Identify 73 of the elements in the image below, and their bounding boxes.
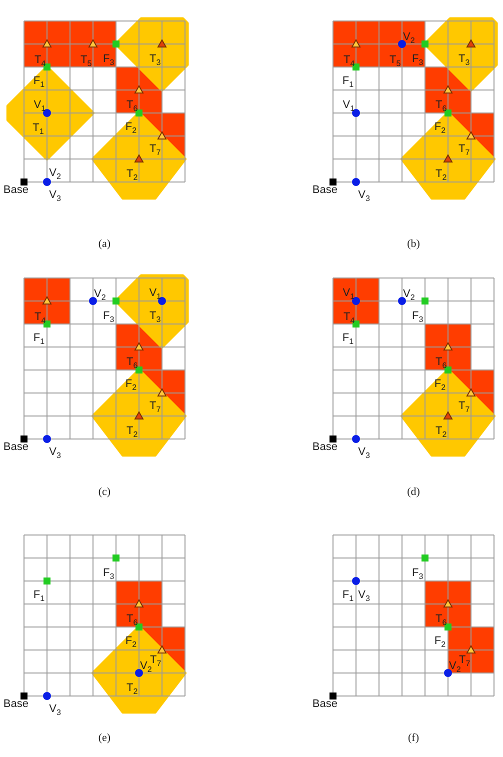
point-label: V$_{2}$ <box>403 31 415 44</box>
point-label: Base <box>3 698 28 710</box>
point-label: Base <box>3 440 28 453</box>
point-label: F$_{1}$ <box>342 74 354 87</box>
point-label: V$_{3}$ <box>49 703 61 716</box>
point-label: T$_{2}$ <box>126 168 138 180</box>
point-label: V$_{2}$ <box>449 660 461 672</box>
point-label: F$_{1}$ <box>33 588 45 601</box>
point-label: F$_{2}$ <box>434 120 446 133</box>
point-label: V$_{1}$ <box>34 98 46 111</box>
point-label: T$_{7}$ <box>458 142 470 155</box>
point-label: F$_{2}$ <box>434 378 446 390</box>
panel-caption: (d) <box>407 486 420 498</box>
point-label: T$_{4}$ <box>34 54 46 66</box>
point-label: T$_{3}$ <box>150 310 161 322</box>
point-label: T$_{7}$ <box>458 400 470 412</box>
point-label: T$_{7}$ <box>150 142 161 155</box>
point-label: T$_{6}$ <box>436 356 447 368</box>
point-label: V$_{2}$ <box>403 288 415 300</box>
point-label: Base <box>312 440 338 453</box>
point-label: V$_{3}$ <box>49 446 61 458</box>
point-label: T$_{6}$ <box>436 613 447 626</box>
point-label: F$_{3}$ <box>103 567 114 580</box>
point-label: Base <box>312 184 338 196</box>
point-label: T$_{7}$ <box>150 400 161 412</box>
point-label: F$_{1}$ <box>342 332 354 344</box>
point-label: T$_{4}$ <box>344 54 355 66</box>
point-label: T$_{2}$ <box>126 682 138 694</box>
point-label: V$_{2}$ <box>140 660 152 672</box>
point-label: V$_{3}$ <box>358 446 370 458</box>
panel-caption: (e) <box>98 732 111 744</box>
point-label: V$_{1}$ <box>149 286 161 299</box>
panel-caption: (c) <box>98 486 111 498</box>
point-label: F$_{2}$ <box>125 378 137 390</box>
point-label: T$_{3}$ <box>458 53 470 66</box>
point-label: F$_{1}$ <box>33 332 45 344</box>
point-label: F$_{3}$ <box>412 567 424 580</box>
point-label: F$_{3}$ <box>412 310 424 322</box>
point-label: V$_{3}$ <box>49 189 61 202</box>
point-label: T$_{4}$ <box>344 311 355 324</box>
point-label: T$_{5}$ <box>80 54 92 66</box>
point-label: F$_{2}$ <box>125 634 137 647</box>
point-label: T$_{6}$ <box>126 613 138 626</box>
point-label: T$_{7}$ <box>458 654 470 666</box>
point-label: T$_{4}$ <box>34 311 46 324</box>
point-label: V$_{3}$ <box>358 588 370 601</box>
point-label: T$_{6}$ <box>436 99 447 112</box>
point-label: V$_{1}$ <box>342 98 355 111</box>
point-label: T$_{2}$ <box>126 424 138 437</box>
point-label: V$_{2}$ <box>49 166 61 179</box>
point-label: V$_{1}$ <box>342 286 355 299</box>
point-label: F$_{1}$ <box>33 74 45 87</box>
point-label: T$_{2}$ <box>436 168 447 180</box>
point-label: Base <box>3 184 28 196</box>
point-label: F$_{3}$ <box>412 53 424 66</box>
point-label: F$_{2}$ <box>434 634 446 647</box>
panel-caption: (f) <box>408 732 419 744</box>
panel-caption: (b) <box>407 238 420 250</box>
point-label: T$_{6}$ <box>126 99 138 112</box>
point-label: V$_{3}$ <box>358 189 370 202</box>
point-label: F$_{1}$ <box>342 588 354 601</box>
point-label: T$_{3}$ <box>150 53 161 66</box>
point-label: T$_{5}$ <box>390 54 401 66</box>
point-label: Base <box>312 698 338 710</box>
point-label: T$_{6}$ <box>126 356 138 368</box>
point-label: T$_{7}$ <box>150 654 162 666</box>
point-label: F$_{3}$ <box>103 53 114 66</box>
point-label: T$_{2}$ <box>436 424 447 437</box>
point-label: V$_{2}$ <box>94 288 106 300</box>
point-label: F$_{2}$ <box>125 120 137 133</box>
point-label: T$_{1}$ <box>32 122 44 134</box>
point-label: F$_{3}$ <box>103 310 114 322</box>
panel-caption: (a) <box>98 238 111 250</box>
